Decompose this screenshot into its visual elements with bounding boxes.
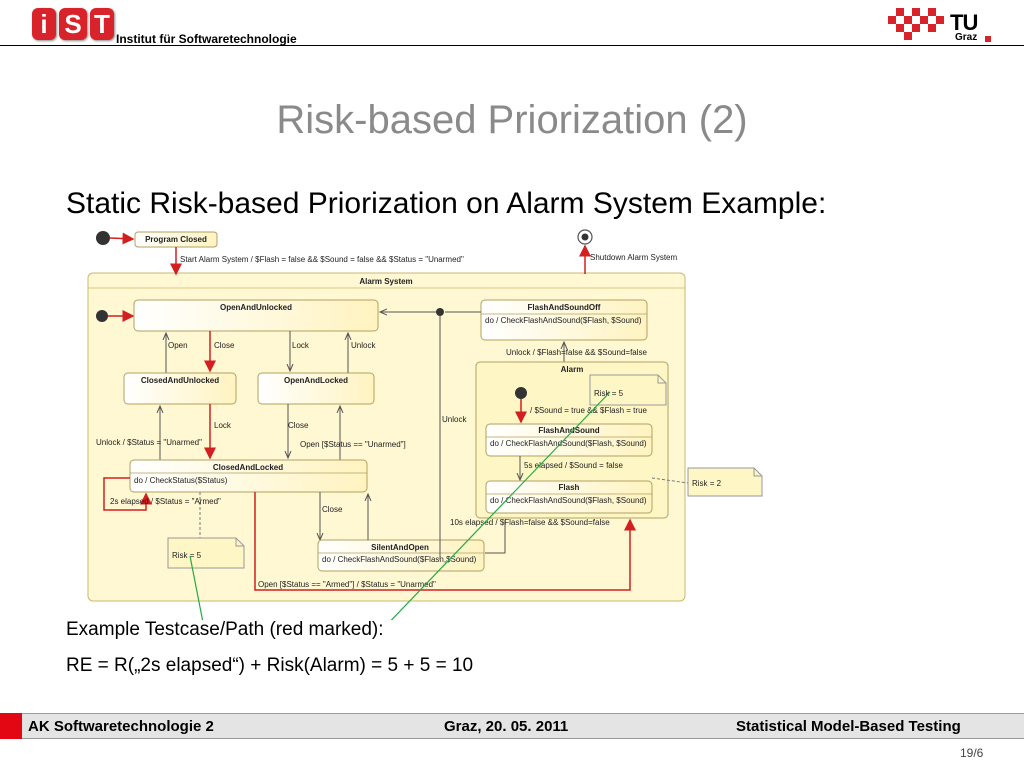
footer-bar [0,713,1024,739]
page-number: 19/6 [960,746,984,760]
transition-close-label: Close [214,341,235,350]
state-flash [485,480,653,514]
state-silent-and-open-label: SilentAndOpen [371,543,429,552]
ist-logo: i S T [32,8,114,42]
institute-name: Institut für Softwaretechnologie [116,32,297,46]
transition-lock2-label: Lock [214,421,232,430]
transition-unlock-unarmed-label: Unlock / $Status = "Unarmed" [96,438,202,447]
state-silent-and-open-do: do / CheckFlashAndSound($Flash,$Sound) [322,555,477,564]
transition-open-label: Open [168,341,188,350]
transition-unlock3-label: Unlock [442,415,467,424]
state-flash-label: Flash [559,483,580,492]
note-risk-elapsed [167,537,245,569]
state-closed-and-locked [129,459,368,493]
transition-close3-label: Close [322,505,343,514]
state-flash-and-sound-off [480,299,648,341]
transition-close2-label: Close [288,421,309,430]
state-program-closed-label: Program Closed [145,235,207,244]
pointer-to-risk-elapsed [189,555,204,620]
slide-subtitle: Static Risk-based Priorization on Alarm … [66,187,827,220]
ist-logo-letter: S [59,8,87,40]
note-risk-flash-text: Risk = 2 [692,479,722,488]
ist-logo-letter: T [90,8,114,40]
state-closed-and-unlocked-label: ClosedAndUnlocked [141,376,219,385]
shutdown-label: Shutdown Alarm System [590,253,677,262]
state-flash-and-sound-label: FlashAndSound [538,426,599,435]
footer-date: Graz, 20. 05. 2011 [444,718,569,735]
footer-topic: Statistical Model-Based Testing [736,718,961,735]
transition-five-elapsed-label: 5s elapsed / $Sound = false [524,461,624,470]
tu-logo-text: TU [950,10,978,35]
example-testcase-label: Example Testcase/Path (red marked): [66,619,384,640]
transition-lock-label: Lock [292,341,310,350]
state-open-and-locked [257,372,375,405]
transition-ten-elapsed-label: 10s elapsed / $Flash=false && $Sound=fal… [450,518,610,527]
state-flash-and-sound [485,423,653,457]
alarm-initial-node [515,387,527,399]
state-flash-and-sound-off-label: FlashAndSoundOff [528,303,601,312]
state-alarm-label: Alarm [561,365,584,374]
state-open-and-unlocked-label: OpenAndUnlocked [220,303,292,312]
initial-node [96,231,110,245]
risk-formula: RE = R(„2s elapsed“) + Risk(Alarm) = 5 +… [66,655,474,676]
tu-graz-logo [888,8,991,42]
state-open-and-unlocked [133,299,379,332]
state-machine-diagram: Alarm System Program Closed Start Alarm … [87,229,763,620]
state-closed-and-locked-label: ClosedAndLocked [213,463,283,472]
state-silent-and-open [317,539,485,572]
transition-open-unarmed-label: Open [$Status == "Unarmed"] [300,440,406,449]
state-flash-and-sound-off-do: do / CheckFlashAndSound($Flash, $Sound) [485,316,642,325]
pointer-to-risk-alarm [390,391,611,620]
transition-unlock-label: Unlock [351,341,376,350]
alarm-system-title: Alarm System [359,277,412,286]
state-closed-and-unlocked [123,372,237,405]
header-divider [0,45,1024,46]
footer-course: AK Softwaretechnologie 2 [28,718,214,735]
note-risk-elapsed-text: Risk = 5 [172,551,202,560]
note-risk-flash [687,467,763,497]
state-flash-and-sound-do: do / CheckFlashAndSound($Flash, $Sound) [490,439,647,448]
state-open-and-locked-label: OpenAndLocked [284,376,348,385]
inner-initial-node [96,310,108,322]
tu-logo-city: Graz [955,32,978,43]
start-transition-label: Start Alarm System / $Flash = false && $… [180,255,464,264]
footer-accent [0,713,22,739]
slide-title: Risk-based Priorization (2) [276,98,748,142]
state-closed-and-locked-do: do / CheckStatus($Status) [134,476,228,485]
transition-elapsed-armed-label: 2s elapsed / $Status = "Armed" [110,497,221,506]
state-flash-do: do / CheckFlashAndSound($Flash, $Sound) [490,496,647,505]
transition-sound-flash-true-label: / $Sound = true && $Flash = true [530,406,648,415]
ist-logo-letter: i [32,8,56,40]
transition-unlock-flash-off-label: Unlock / $Flash=false && $Sound=false [506,348,648,357]
transition-open-armed-label: Open [$Status == "Armed"] / $Status = "U… [258,580,436,589]
alarm-system-composite [87,272,686,602]
junction-node [436,308,444,316]
note-risk-alarm [589,374,667,406]
